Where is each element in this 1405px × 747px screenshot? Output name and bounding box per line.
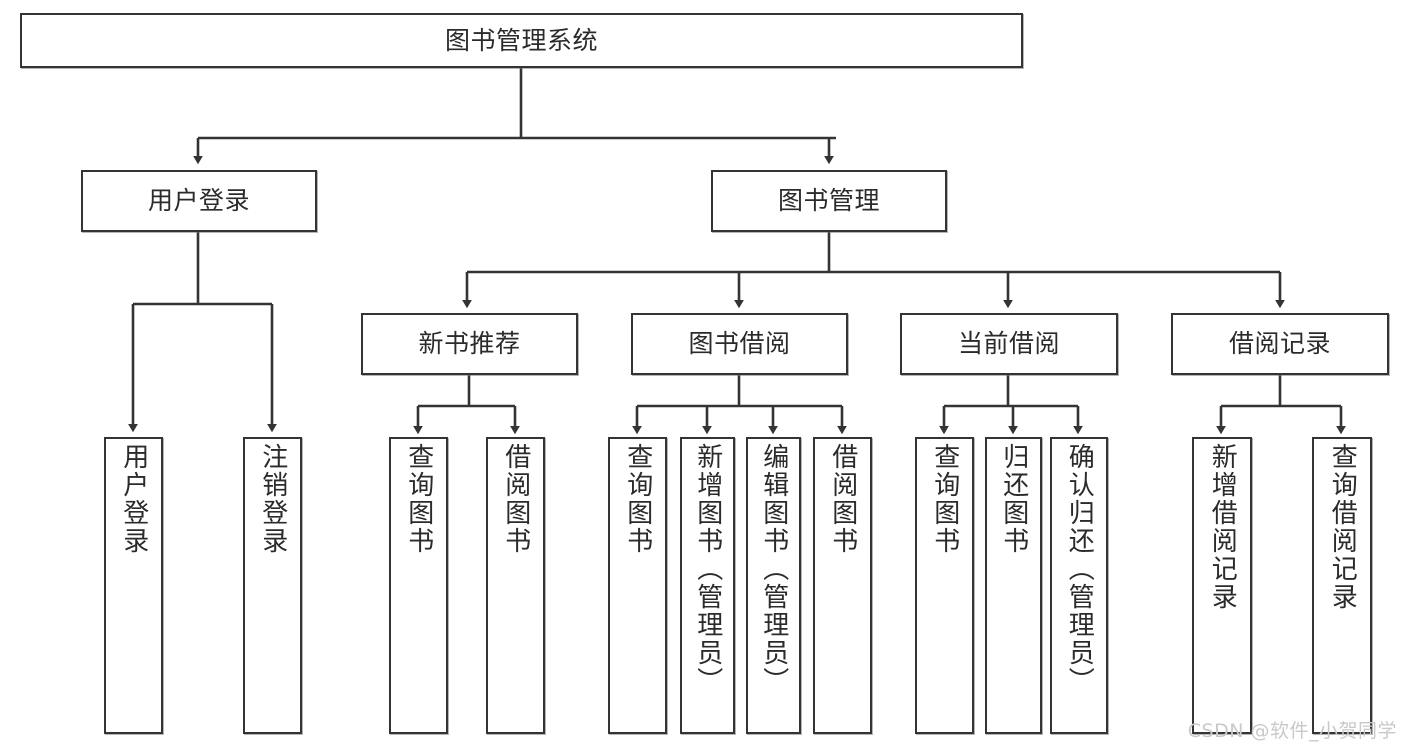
node-leaf-borrow-book-2[interactable]: 借阅图书 [813,437,872,734]
node-leaf-add-record[interactable]: 新增借阅记录 [1192,437,1252,734]
node-borrow-record[interactable]: 借阅记录 [1171,313,1389,375]
node-book-manage-label: 图书管理 [777,186,880,216]
node-root-label: 图书管理系统 [444,25,598,55]
node-leaf-user-login-label: 用户登录 [118,443,149,555]
node-user-login-label: 用户登录 [147,186,250,216]
node-borrow-record-label: 借阅记录 [1228,329,1331,359]
node-leaf-query-book-2[interactable]: 查询图书 [608,437,667,734]
node-leaf-edit-book[interactable]: 编辑图书（管理员） [746,437,801,734]
node-book-manage[interactable]: 图书管理 [711,170,947,232]
node-leaf-user-login[interactable]: 用户登录 [104,437,163,734]
csdn-watermark: CSDN @软件_小贺同学 [1187,720,1397,742]
node-leaf-query-record[interactable]: 查询借阅记录 [1312,437,1372,734]
node-leaf-query-record-label: 查询借阅记录 [1327,443,1358,611]
node-leaf-confirm-return[interactable]: 确认归还（管理员） [1050,437,1108,734]
node-leaf-borrow-book-1-label: 借阅图书 [500,443,531,555]
node-current-borrow-label: 当前借阅 [957,329,1060,359]
node-leaf-return-book-label: 归还图书 [998,443,1029,555]
node-leaf-borrow-book-1[interactable]: 借阅图书 [486,437,545,734]
node-leaf-edit-book-label: 编辑图书（管理员） [758,443,789,695]
node-leaf-add-record-label: 新增借阅记录 [1207,443,1238,611]
node-leaf-logout-label: 注销登录 [257,443,288,555]
node-leaf-confirm-return-label: 确认归还（管理员） [1064,443,1095,695]
node-leaf-query-book-1-label: 查询图书 [403,443,434,555]
node-leaf-query-book-2-label: 查询图书 [622,443,653,555]
node-new-book-rec-label: 新书推荐 [418,329,521,359]
node-book-borrow-label: 图书借阅 [688,329,791,359]
node-user-login[interactable]: 用户登录 [81,170,317,232]
node-current-borrow[interactable]: 当前借阅 [900,313,1118,375]
node-leaf-query-book-1[interactable]: 查询图书 [389,437,448,734]
node-leaf-add-book[interactable]: 新增图书（管理员） [680,437,735,734]
node-leaf-logout[interactable]: 注销登录 [243,437,302,734]
node-book-borrow[interactable]: 图书借阅 [631,313,848,375]
node-leaf-query-book-3-label: 查询图书 [929,443,960,555]
node-root[interactable]: 图书管理系统 [20,13,1023,68]
node-leaf-query-book-3[interactable]: 查询图书 [915,437,974,734]
node-leaf-add-book-label: 新增图书（管理员） [692,443,723,695]
node-leaf-borrow-book-2-label: 借阅图书 [827,443,858,555]
node-leaf-return-book[interactable]: 归还图书 [985,437,1042,734]
node-new-book-rec[interactable]: 新书推荐 [361,313,578,375]
